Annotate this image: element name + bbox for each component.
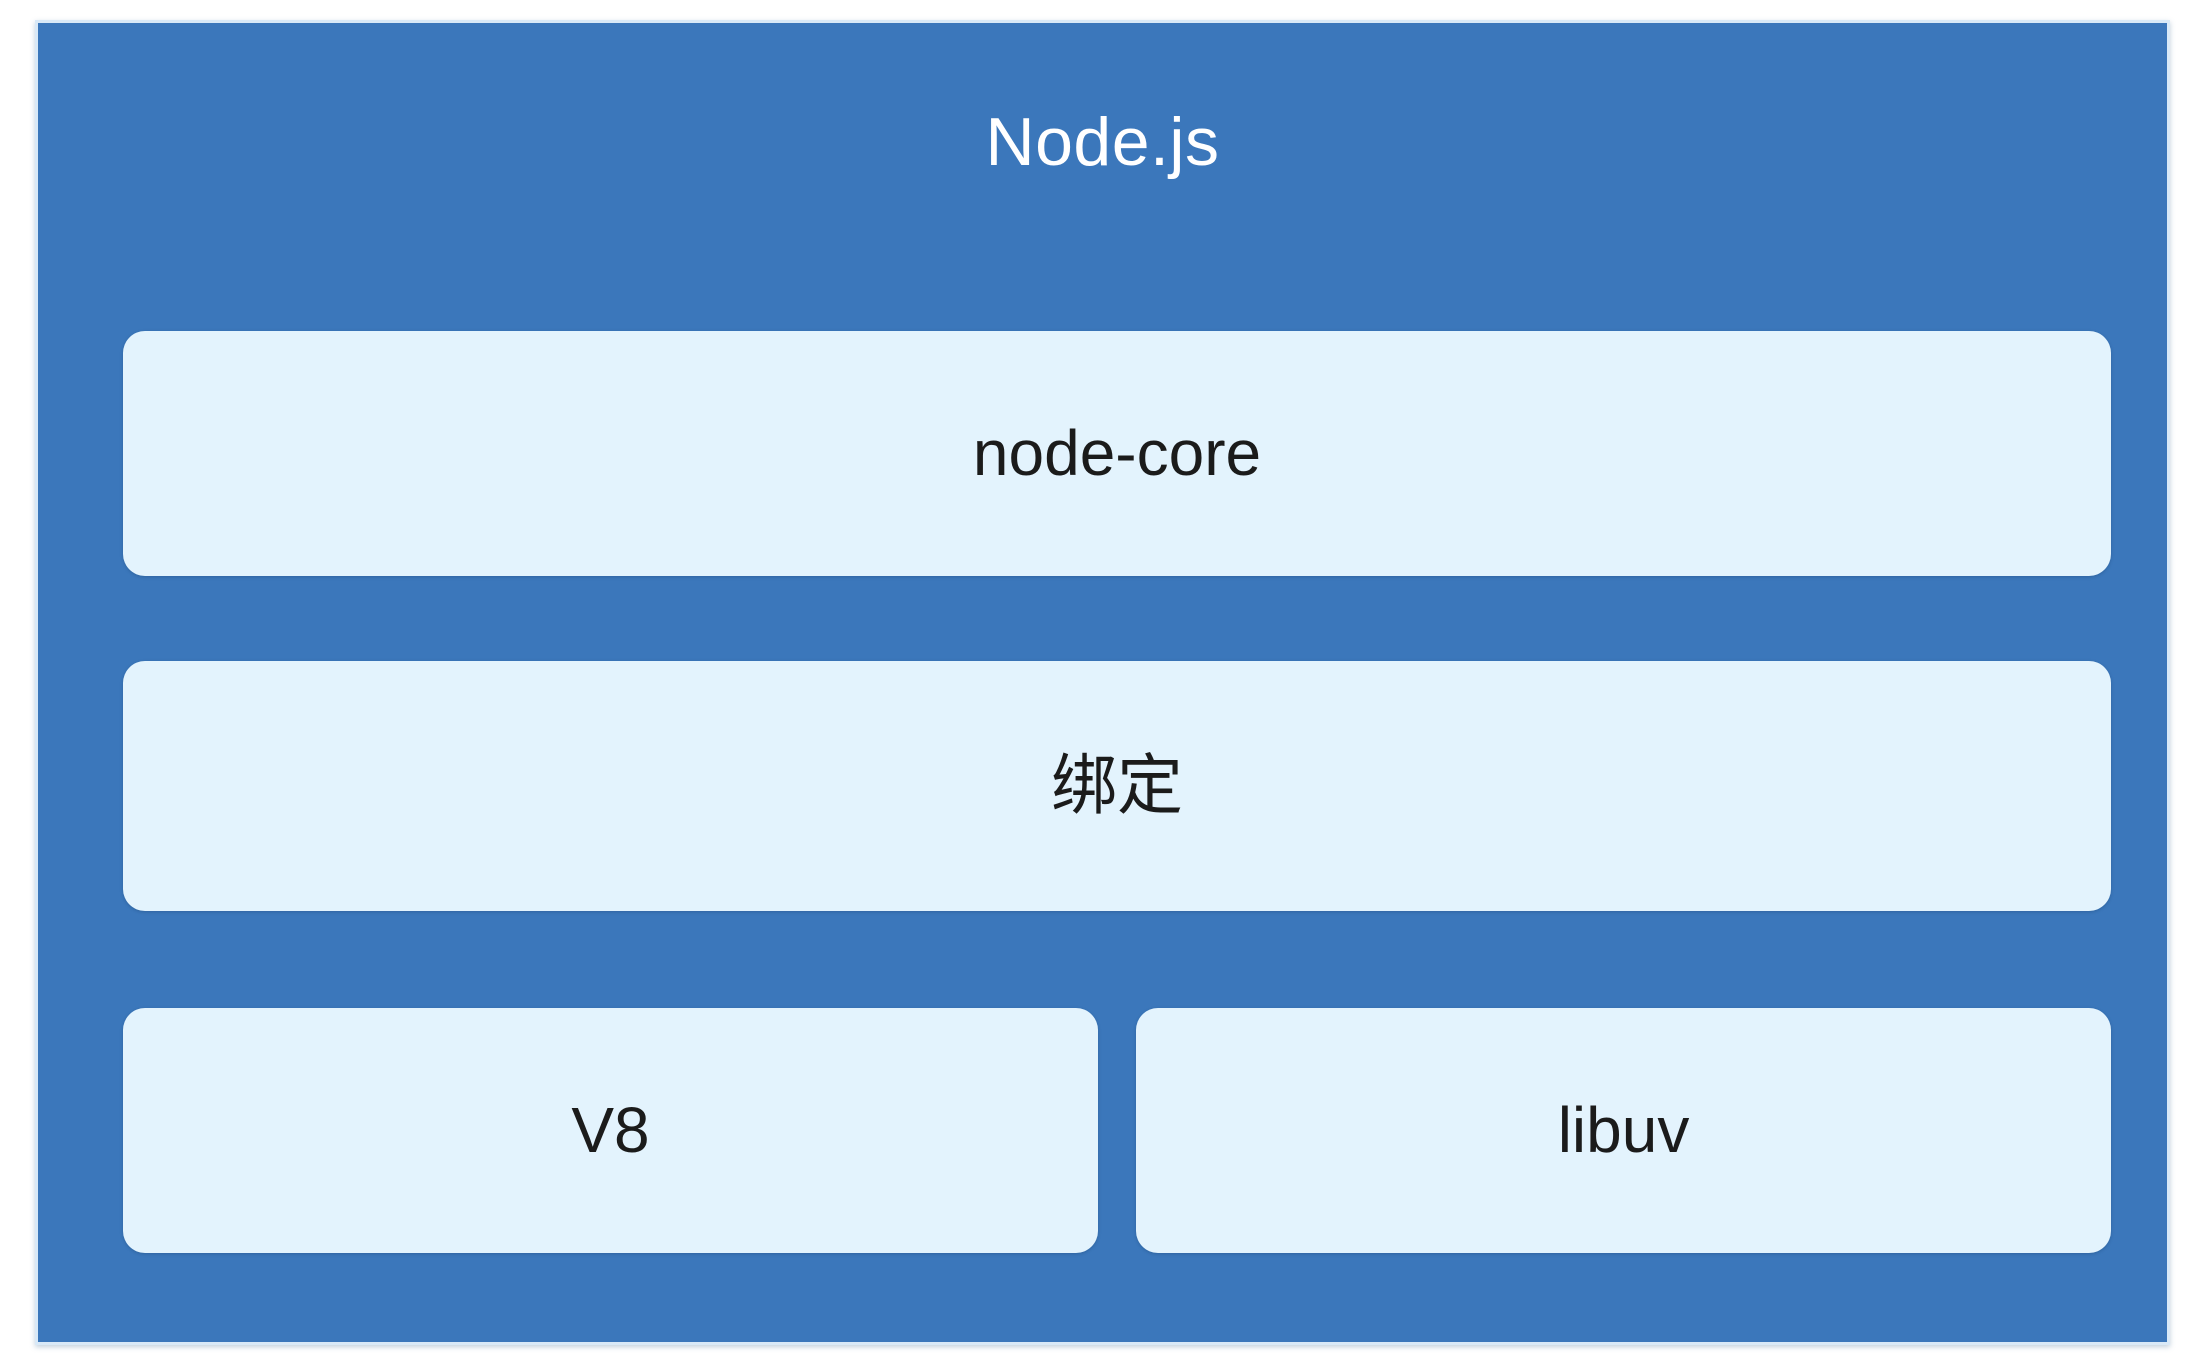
page-title: Node.js <box>985 104 1220 180</box>
layer-label-libuv: libuv <box>1557 1094 1690 1167</box>
layer-box-v8: V8 <box>123 1008 1098 1253</box>
nodejs-panel: Node.js node-core 绑定 V8 libuv <box>35 20 2170 1345</box>
layer-label-bindings: 绑定 <box>1051 746 1183 824</box>
layer-label-v8: V8 <box>571 1094 650 1167</box>
layer-label-node-core: node-core <box>972 417 1262 490</box>
layer-box-bindings: 绑定 <box>123 661 2111 911</box>
layer-box-node-core: node-core <box>123 331 2111 576</box>
layer-box-libuv: libuv <box>1136 1008 2111 1253</box>
